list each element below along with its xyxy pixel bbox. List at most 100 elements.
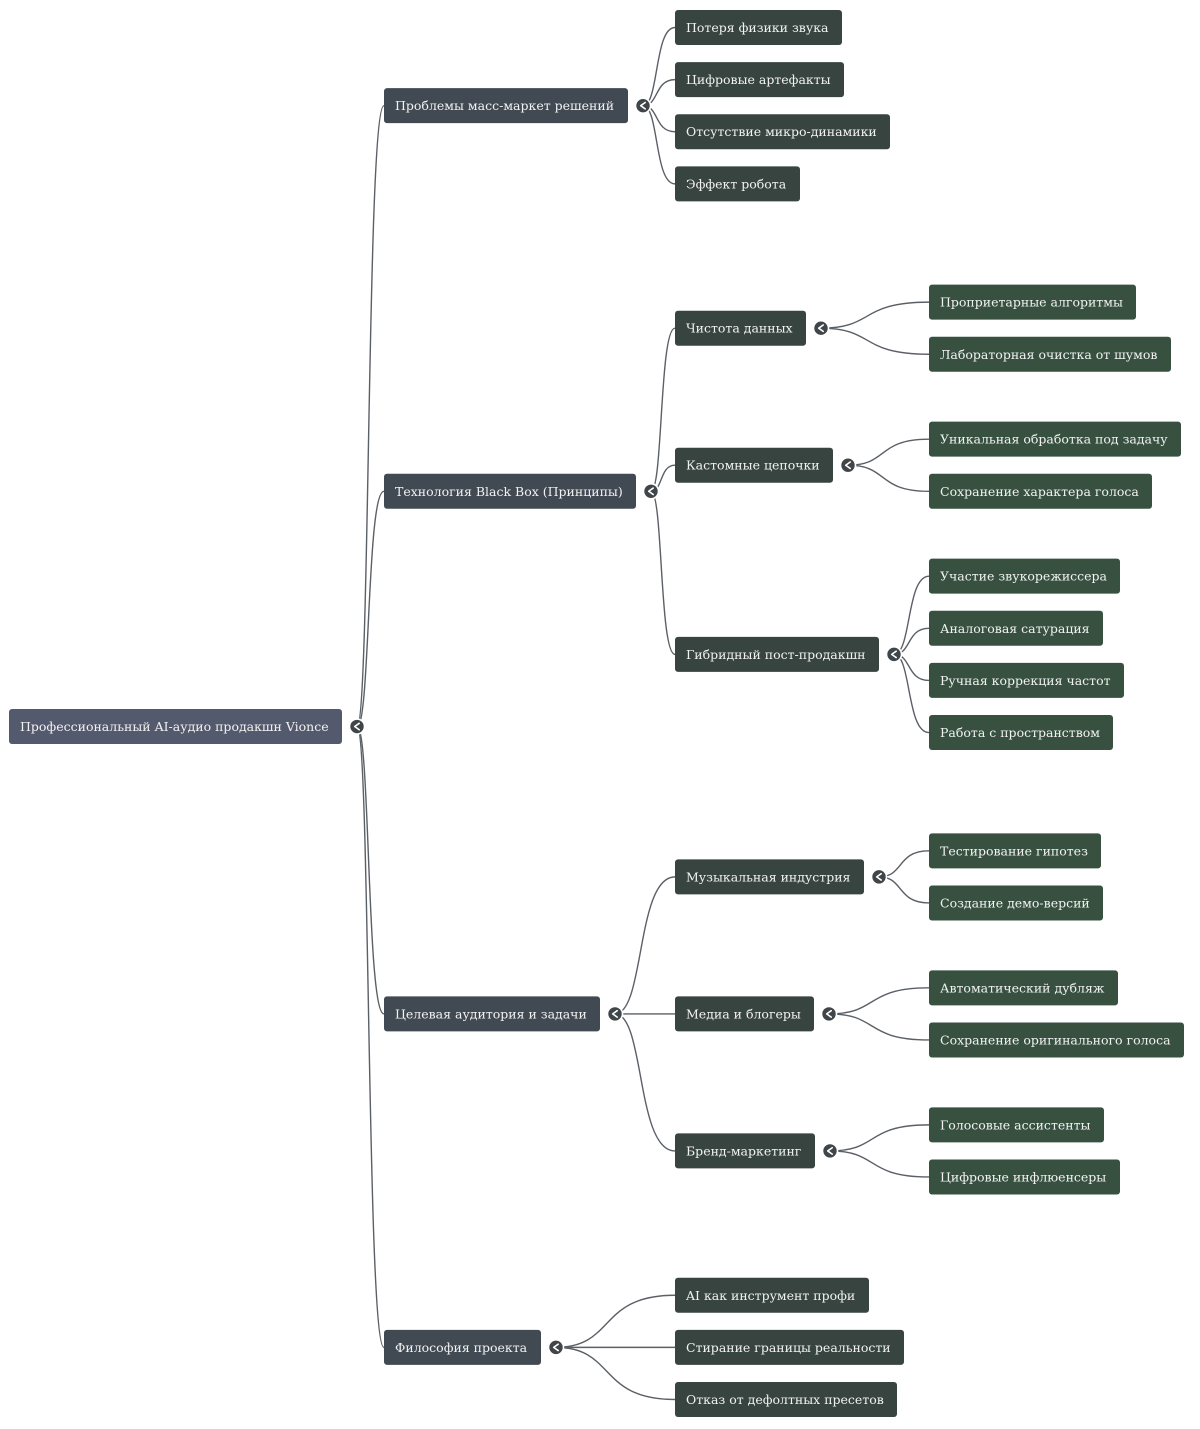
connector-line [356, 725, 385, 1349]
node-label: Бренд-маркетинг [686, 1143, 801, 1158]
node-box [929, 1022, 1184, 1058]
collapse-toggle-кастомные-цепочки[interactable] [839, 456, 857, 474]
node-label: Проприетарные алгоритмы [940, 295, 1123, 310]
node-box [675, 166, 800, 202]
mindmap-node-профессиональный-ai-аудио-продакшн-vionc[interactable]: Профессиональный AI-аудио продакшн Vionc… [9, 709, 342, 745]
connector-line [847, 464, 930, 492]
node-label: Уникальная обработка под задачу [940, 432, 1168, 447]
node-box [675, 1133, 815, 1169]
toggle-button[interactable] [348, 718, 366, 735]
connector-line [828, 1013, 930, 1041]
node-box [929, 421, 1181, 457]
node-label: Отсутствие микро-динамики [686, 124, 877, 139]
node-box [675, 1329, 904, 1365]
mindmap-node-аналоговая-сатурация[interactable]: Аналоговая сатурация [929, 610, 1103, 646]
mindmap-node-сохранение-оригинального-голоса[interactable]: Сохранение оригинального голоса [929, 1022, 1184, 1058]
connector-line [829, 1150, 930, 1178]
node-box [929, 610, 1103, 646]
mindmap-node-стирание-границы-реальности[interactable]: Стирание границы реальности [675, 1329, 904, 1365]
node-box [675, 1277, 869, 1313]
mindmap-node-потеря-физики-звука[interactable]: Потеря физики звука [675, 10, 842, 45]
mindmap-node-бренд-маркетинг[interactable]: Бренд-маркетинг [675, 1133, 815, 1169]
node-label: Лабораторная очистка от шумов [940, 347, 1157, 362]
node-box [929, 715, 1113, 751]
node-box [675, 996, 814, 1032]
mindmap-node-автоматический-дубляж[interactable]: Автоматический дубляж [929, 970, 1118, 1006]
connector-line [893, 653, 930, 734]
toggle-button[interactable] [547, 1339, 565, 1356]
mindmap-node-ручная-коррекция-частот[interactable]: Ручная коррекция частот [929, 662, 1124, 698]
mindmap-node-музыкальная-индустрия[interactable]: Музыкальная индустрия [675, 859, 864, 895]
mindmap-node-работа-с-пространством[interactable]: Работа с пространством [929, 715, 1113, 751]
toggle-button[interactable] [820, 1005, 838, 1023]
mindmap-node-лабораторная-очистка-от-шумов[interactable]: Лабораторная очистка от шумов [929, 336, 1171, 372]
mindmap-node-проприетарные-алгоритмы[interactable]: Проприетарные алгоритмы [929, 284, 1136, 320]
toggle-button[interactable] [642, 482, 660, 500]
node-label: Ручная коррекция частот [940, 673, 1111, 688]
toggle-button[interactable] [606, 1005, 624, 1023]
node-box [384, 996, 600, 1032]
mindmap-node-создание-демо-версий[interactable]: Создание демо-версий [929, 885, 1103, 921]
mindmap-node-сохранение-характера-голоса[interactable]: Сохранение характера голоса [929, 473, 1152, 509]
mindmap-node-цифровые-инфлюенсеры[interactable]: Цифровые инфлюенсеры [929, 1159, 1120, 1195]
connector-line [847, 438, 930, 466]
node-box [929, 970, 1118, 1006]
node-box [675, 114, 890, 150]
connector-line [893, 575, 930, 656]
connector-line [614, 876, 676, 1015]
mindmap-node-философия-проекта[interactable]: Философия проекта [384, 1329, 541, 1365]
mindmap-node-эффект-робота[interactable]: Эффект робота [675, 166, 800, 202]
mindmap-node-медиа-и-блогеры[interactable]: Медиа и блогеры [675, 996, 814, 1032]
mindmap-node-кастомные-цепочки[interactable]: Кастомные цепочки [675, 447, 833, 483]
collapse-toggle-профессиональный-ai-аудио-продакшн-vionc[interactable] [348, 718, 366, 735]
toggle-button[interactable] [812, 319, 830, 337]
toggle-button[interactable] [885, 646, 903, 663]
node-layer: Профессиональный AI-аудио продакшн Vionc… [9, 10, 1184, 1417]
collapse-toggle-технология-black-box-принципы[interactable] [642, 482, 660, 500]
mindmap-node-проблемы-масс-маркет-решений[interactable]: Проблемы масс-маркет решений [384, 88, 628, 124]
mindmap-node-тестирование-гипотез[interactable]: Тестирование гипотез [929, 833, 1101, 869]
node-label: Гибридный пост-продакшн [686, 647, 866, 662]
node-label: Цифровые артефакты [686, 72, 831, 87]
toggle-button[interactable] [634, 97, 652, 114]
node-box [675, 310, 806, 346]
node-label: Создание демо-версий [940, 895, 1090, 910]
node-label: Чистота данных [686, 321, 793, 336]
collapse-toggle-целевая-аудитория-и-задачи[interactable] [606, 1005, 624, 1023]
mindmap-node-целевая-аудитория-и-задачи[interactable]: Целевая аудитория и задачи [384, 996, 600, 1032]
mindmap-node-технология-black-box-принципы[interactable]: Технология Black Box (Принципы) [384, 473, 636, 509]
connector-line [820, 327, 930, 355]
node-box [929, 1159, 1120, 1195]
mindmap-node-отсутствие-микро-динамики[interactable]: Отсутствие микро-динамики [675, 114, 890, 150]
mindmap-node-голосовые-ассистенты[interactable]: Голосовые ассистенты [929, 1107, 1104, 1143]
mindmap-node-отказ-от-дефолтных-пресетов[interactable]: Отказ от дефолтных пресетов [675, 1382, 897, 1417]
node-box [675, 62, 844, 98]
mindmap-node-чистота-данных[interactable]: Чистота данных [675, 310, 806, 346]
collapse-toggle-чистота-данных[interactable] [812, 319, 830, 337]
mindmap-node-уникальная-обработка-под-задачу[interactable]: Уникальная обработка под задачу [929, 421, 1181, 457]
connector-line [650, 327, 676, 492]
collapse-toggle-проблемы-масс-маркет-решений[interactable] [634, 97, 652, 114]
mindmap-node-ai-как-инструмент-профи[interactable]: AI как инструмент профи [675, 1277, 869, 1313]
node-label: Эффект робота [686, 176, 787, 191]
toggle-button[interactable] [870, 868, 888, 886]
node-box [675, 636, 879, 672]
collapse-toggle-медиа-и-блогеры[interactable] [820, 1005, 838, 1023]
node-box [929, 336, 1171, 372]
collapse-toggle-гибридный-пост-продакшн[interactable] [885, 646, 903, 663]
node-box [929, 833, 1101, 869]
node-label: Аналоговая сатурация [940, 621, 1090, 636]
node-label: Проблемы масс-маркет решений [395, 98, 614, 113]
toggle-button[interactable] [839, 456, 857, 474]
collapse-toggle-бренд-маркетинг[interactable] [821, 1142, 839, 1160]
collapse-toggle-философия-проекта[interactable] [547, 1339, 565, 1356]
mindmap-node-гибридный-пост-продакшн[interactable]: Гибридный пост-продакшн [675, 636, 879, 672]
toggle-button[interactable] [821, 1142, 839, 1160]
node-label: Целевая аудитория и задачи [395, 1006, 587, 1021]
mindmap-node-цифровые-артефакты[interactable]: Цифровые артефакты [675, 62, 844, 98]
mindmap-node-участие-звукорежиссера[interactable]: Участие звукорежиссера [929, 558, 1120, 594]
collapse-toggle-музыкальная-индустрия[interactable] [870, 868, 888, 886]
connector-line [878, 850, 930, 878]
node-box [929, 662, 1124, 698]
node-box [929, 885, 1103, 921]
